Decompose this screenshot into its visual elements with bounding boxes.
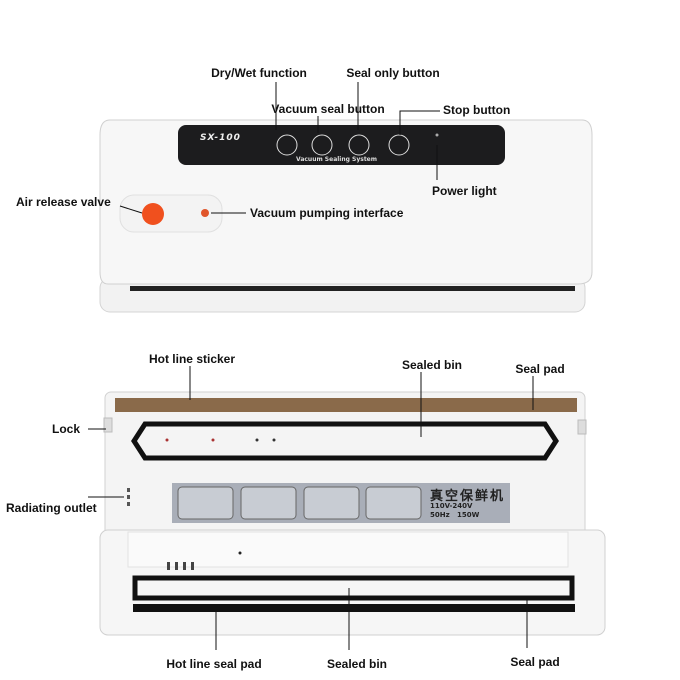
- vacuum-sealer-closed: [99, 82, 593, 313]
- control-panel: [178, 125, 505, 165]
- label-vacuum-seal-button: Vacuum seal button: [271, 102, 385, 116]
- label-hot-line-sticker: Hot line sticker: [148, 352, 236, 366]
- lock: [103, 417, 113, 433]
- model-name: SX-100: [200, 133, 241, 143]
- air-release-valve: [142, 203, 164, 225]
- sealed-bin-gasket: [131, 421, 559, 461]
- sticker-voltage: 110V-240V: [430, 502, 473, 510]
- label-dry-wet-function: Dry/Wet function: [211, 66, 307, 80]
- vacuum-sealer-open: [88, 366, 606, 650]
- panel-caption: Vacuum Sealing System: [296, 156, 378, 163]
- label-radiating-outlet: Radiating outlet: [6, 501, 97, 515]
- sticker-power: 50Hz 150W: [430, 511, 480, 519]
- dry-wet-button: [276, 134, 298, 156]
- label-hot-line-seal-pad: Hot line seal pad: [166, 657, 262, 671]
- vacuum-pumping-interface: [201, 209, 209, 217]
- label-sealed-bin-bottom: Sealed bin: [326, 657, 388, 671]
- label-stop-button: Stop button: [443, 103, 511, 117]
- label-sealed-bin-top: Sealed bin: [401, 358, 463, 372]
- seal-only-button: [348, 134, 370, 156]
- vacuum-seal-button: [311, 134, 333, 156]
- hot-line-seal-pad: [133, 604, 575, 612]
- label-power-light: Power light: [432, 184, 497, 198]
- label-seal-only-button: Seal only button: [346, 66, 440, 80]
- power-light: [435, 133, 439, 137]
- label-vacuum-pumping-interface: Vacuum pumping interface: [250, 206, 404, 220]
- hot-line-sticker: [115, 398, 577, 412]
- sticker-title: 真空保鲜机: [430, 489, 506, 504]
- label-lock: Lock: [52, 422, 81, 436]
- label-seal-pad-top: Seal pad: [515, 362, 565, 376]
- label-air-release-valve: Air release valve: [16, 195, 111, 209]
- label-seal-pad-bottom: Seal pad: [510, 655, 560, 669]
- seal-pad-gasket: [132, 575, 575, 601]
- stop-button: [388, 134, 410, 156]
